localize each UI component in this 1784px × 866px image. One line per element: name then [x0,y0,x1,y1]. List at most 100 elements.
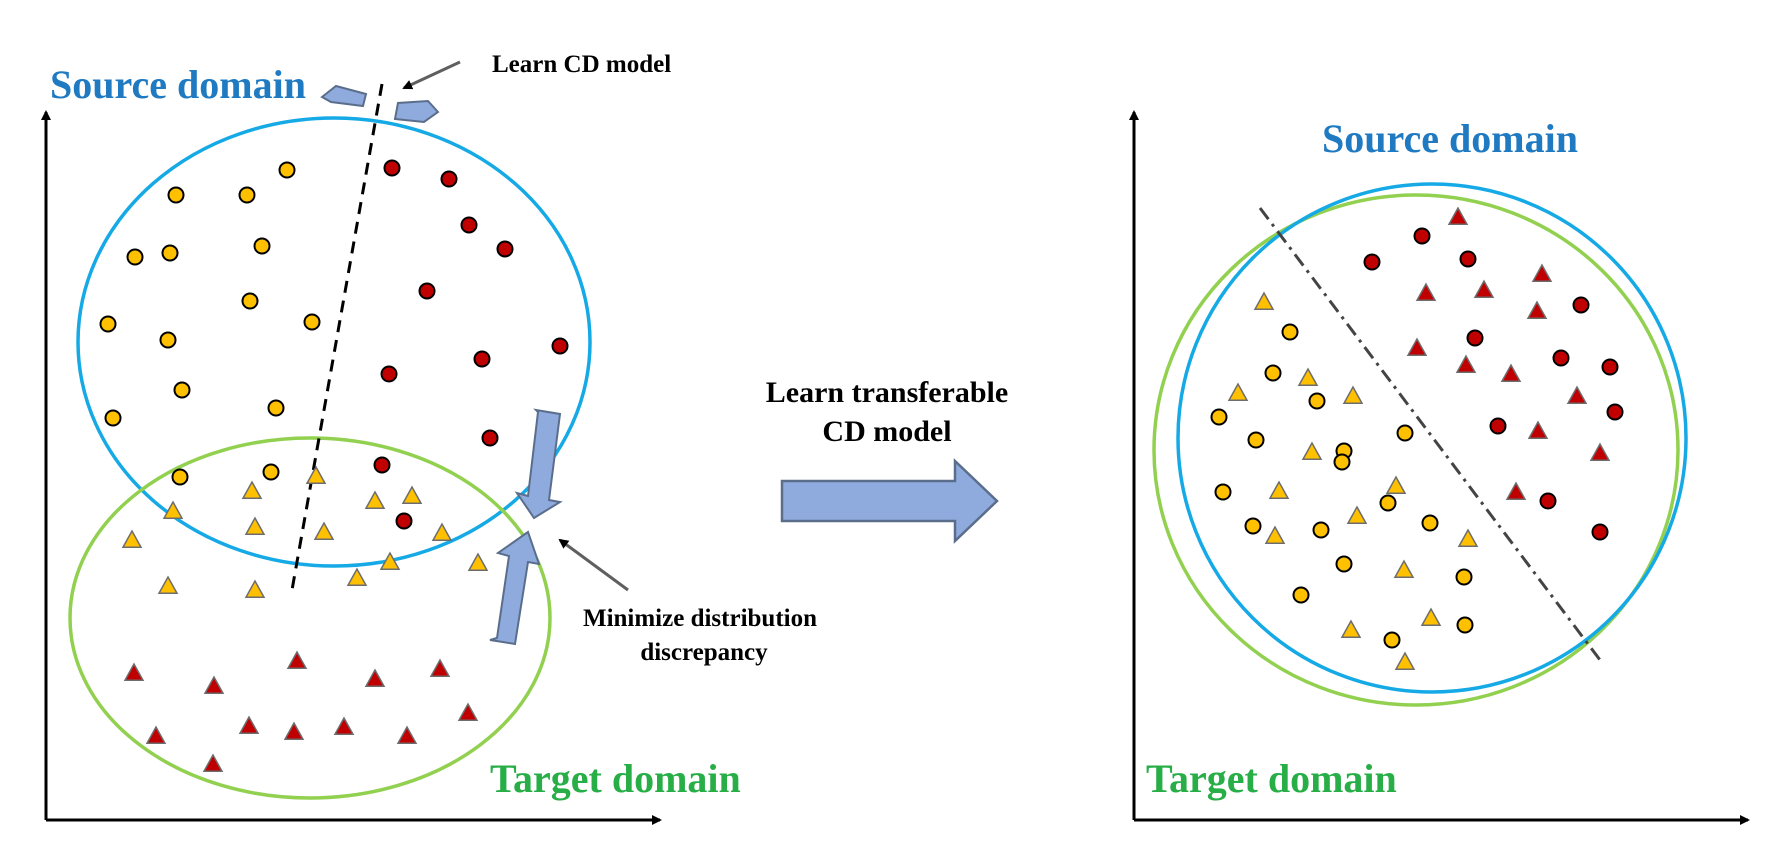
converge-up-arrow-icon [489,530,541,646]
source-sample-icon [1335,555,1353,573]
source-sample-icon [1572,296,1590,314]
source-sample-icon [418,282,436,300]
target-sample-icon [123,662,145,681]
target-sample-icon [1526,300,1548,319]
source-sample-icon [460,216,478,234]
transfer-arrow-icon [780,458,999,544]
left-decision-boundary [290,83,384,591]
target-sample-icon [1589,442,1611,461]
source-sample-icon [1591,523,1609,541]
source-sample-icon [238,186,256,204]
target-sample-icon [1406,337,1428,356]
source-sample-icon [278,161,296,179]
target-sample-icon [244,579,266,598]
target-sample-icon [431,522,453,541]
source-sample-icon [551,337,569,355]
target-sample-icon [305,465,327,484]
discrepancy-label-line-1: Minimize distribution [583,605,817,632]
target-sample-icon [401,485,423,504]
right-source-ellipse [1176,182,1688,694]
discrepancy-label-line-2: discrepancy [640,639,768,666]
source-sample-icon [1379,494,1397,512]
target-sample-icon [1297,367,1319,386]
target-sample-icon [379,551,401,570]
right-decision-boundary [1258,207,1602,661]
target-sample-icon [286,650,308,669]
target-sample-icon [241,480,263,499]
source-sample-icon [1383,631,1401,649]
source-sample-icon [161,244,179,262]
learn-cd-model-label: Learn CD model [492,51,671,78]
right-panel: Source domain Target domain [1129,110,1750,825]
target-sample-icon [1415,282,1437,301]
source-sample-icon [1456,616,1474,634]
target-sample-icon [467,552,489,571]
transfer-label-line-2: CD model [822,415,951,448]
source-sample-icon [1363,253,1381,271]
target-sample-icon [429,658,451,677]
target-sample-icon [457,702,479,721]
target-sample-icon [283,721,305,740]
target-sample-icon [1264,525,1286,544]
source-sample-icon [1466,329,1484,347]
source-sample-icon [1552,349,1570,367]
source-sample-icon [380,365,398,383]
source-sample-icon [1244,517,1262,535]
target-sample-icon [145,725,167,744]
target-sample-icon [1346,505,1368,524]
source-sample-icon [496,240,514,258]
source-sample-icon [1247,431,1265,449]
shift-left-arrow-icon [320,84,368,108]
target-sample-icon [244,516,266,535]
right-target-ellipse [1152,193,1680,707]
source-sample-icon [1421,514,1439,532]
source-sample-icon [481,429,499,447]
right-class-b-samples [1363,227,1624,541]
target-sample-icon [1566,385,1588,404]
target-sample-icon [1420,607,1442,626]
target-sample-icon [1342,385,1364,404]
target-sample-icon [1455,354,1477,373]
source-sample-icon [1606,403,1624,421]
target-sample-icon [396,725,418,744]
target-sample-icon [162,500,184,519]
left-class-b-samples [373,159,569,530]
source-sample-icon [99,315,117,333]
target-sample-icon [203,675,225,694]
source-sample-icon [1489,417,1507,435]
source-sample-icon [1455,568,1473,586]
source-sample-icon [440,170,458,188]
source-sample-icon [1210,408,1228,426]
left-target-ellipse [68,436,552,800]
target-sample-icon [1253,291,1275,310]
left-source-ellipse [76,116,592,568]
target-sample-icon [1531,263,1553,282]
target-sample-icon [1393,559,1415,578]
shift-right-arrow-icon [393,99,440,124]
right-target-class-a-samples [1227,291,1479,670]
left-class-a-samples [99,161,321,486]
target-sample-icon [1473,279,1495,298]
right-target-class-b-samples [1406,206,1611,500]
source-sample-icon [267,399,285,417]
right-target-label: Target domain [1146,756,1397,801]
source-sample-icon [1396,424,1414,442]
target-sample-icon [1394,651,1416,670]
target-sample-icon [313,521,335,540]
target-sample-icon [1301,441,1323,460]
left-target-class-a-samples [121,465,489,598]
target-sample-icon [1500,363,1522,382]
target-sample-icon [1447,206,1469,225]
source-sample-icon [167,186,185,204]
middle-transfer: Learn transferable CD model [766,376,1008,544]
transfer-label-line-1: Learn transferable [766,376,1008,409]
source-sample-icon [303,313,321,331]
source-sample-icon [373,456,391,474]
target-sample-icon [1457,528,1479,547]
right-source-label: Source domain [1322,116,1578,161]
left-panel: Source domain Target domain Learn CD mod… [41,51,817,825]
target-sample-icon [1527,420,1549,439]
source-sample-icon [173,381,191,399]
target-sample-icon [1385,475,1407,494]
